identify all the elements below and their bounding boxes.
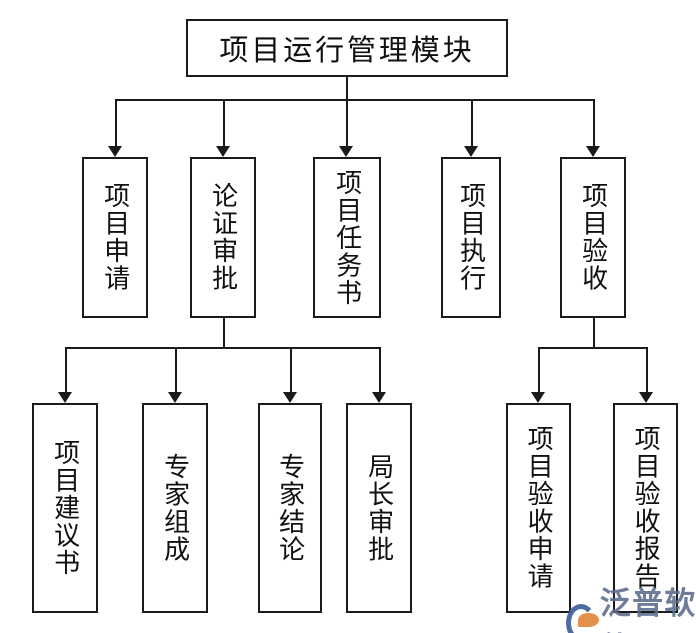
node-label: 项目申请 <box>100 182 130 293</box>
connector-drop-project-acceptance <box>593 99 595 146</box>
arrowhead-project-execution <box>464 146 478 157</box>
node-label: 专家结论 <box>275 452 305 564</box>
connector-project-acceptance-stem <box>593 318 595 347</box>
node-director-approval[interactable]: 局长审批 <box>346 403 412 613</box>
connector-level2-bus <box>115 99 593 101</box>
node-project-task-book[interactable]: 项目任务书 <box>313 157 381 318</box>
node-label: 项目验收 <box>578 182 608 293</box>
node-expert-group[interactable]: 专家组成 <box>142 403 208 613</box>
node-label: 局长审批 <box>364 452 394 564</box>
node-acceptance-application[interactable]: 项目验收申请 <box>506 403 571 613</box>
arrowhead-expert-conclusion <box>283 392 297 403</box>
arrowhead-project-proposal <box>58 392 72 403</box>
connector-drop-argument-approval <box>223 99 225 146</box>
arrowhead-director-approval <box>372 392 386 403</box>
connector-drop-director-approval <box>379 347 381 392</box>
connector-level3-right-bus <box>538 347 648 349</box>
node-label: 项目验收报告 <box>631 425 661 591</box>
connector-level3-left-bus <box>65 347 380 349</box>
arrowhead-argument-approval <box>216 146 230 157</box>
node-label: 专家组成 <box>160 452 190 564</box>
node-label: 论证审批 <box>208 182 238 293</box>
node-project-acceptance[interactable]: 项目验收 <box>560 157 626 318</box>
arrowhead-project-task-book <box>339 146 353 157</box>
connector-drop-expert-conclusion <box>290 347 292 392</box>
connector-drop-project-application <box>115 99 117 146</box>
node-label: 项目验收申请 <box>524 425 554 591</box>
node-argument-approval[interactable]: 论证审批 <box>190 157 256 318</box>
connector-drop-expert-group <box>175 347 177 392</box>
node-acceptance-report[interactable]: 项目验收报告 <box>613 403 678 613</box>
node-label: 项目执行 <box>456 182 486 293</box>
arrowhead-expert-group <box>168 392 182 403</box>
connector-drop-project-task-book <box>346 99 348 146</box>
node-project-execution[interactable]: 项目执行 <box>441 157 501 318</box>
connector-root-stem <box>346 77 348 99</box>
node-project-application[interactable]: 项目申请 <box>82 157 148 318</box>
node-label: 项目任务书 <box>332 168 362 307</box>
node-project-operation-management-module[interactable]: 项目运行管理模块 <box>186 19 508 77</box>
arrowhead-acceptance-report <box>639 392 653 403</box>
connector-drop-acceptance-report <box>646 347 648 392</box>
node-label: 项目运行管理模块 <box>219 35 475 67</box>
connector-drop-project-execution <box>471 99 473 146</box>
connector-drop-project-proposal <box>65 347 67 392</box>
arrowhead-acceptance-application <box>531 392 545 403</box>
connector-drop-acceptance-application <box>538 347 540 392</box>
arrowhead-project-application <box>108 146 122 157</box>
arrowhead-project-acceptance <box>586 146 600 157</box>
node-label: 项目建议书 <box>50 439 80 577</box>
node-expert-conclusion[interactable]: 专家结论 <box>258 403 322 613</box>
node-project-proposal[interactable]: 项目建议书 <box>32 403 98 613</box>
connector-argument-approval-stem <box>223 318 225 347</box>
